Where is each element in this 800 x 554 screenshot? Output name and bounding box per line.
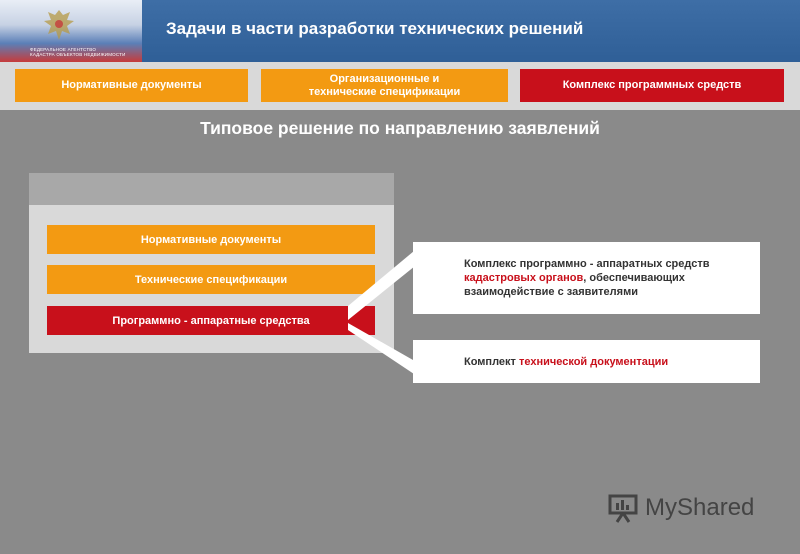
- tab-label: Комплекс программных средств: [562, 79, 742, 91]
- panel-item-normative[interactable]: Нормативные документы: [47, 225, 375, 254]
- callout-text: Комплекс программно - аппаратных средств: [464, 258, 710, 270]
- panel-item-label: Нормативные документы: [140, 233, 282, 246]
- page-title: Задачи в части разработки технических ре…: [166, 19, 584, 38]
- tab-label-line-1: Организационные и: [329, 72, 440, 85]
- panel-item-label: Технические спецификации: [134, 273, 288, 286]
- presentation-board-icon: [608, 494, 638, 523]
- panel-item-hardware-software[interactable]: Программно - аппаратные средства: [47, 306, 375, 335]
- callout-hardware-complex: Комплекс программно - аппаратных средств…: [413, 242, 760, 314]
- agency-name: ФЕДЕРАЛЬНОЕ АГЕНТСТВО КАДАСТРА ОБЪЕКТОВ …: [30, 47, 142, 57]
- tab-label-line-2: технические спецификации: [308, 85, 461, 98]
- callout-text-end: , обеспечивающих взаимодействие с заявит…: [464, 272, 685, 298]
- panel-item-specifications[interactable]: Технические спецификации: [47, 265, 375, 294]
- agency-line-2: КАДАСТРА ОБЪЕКТОВ НЕДВИЖИМОСТИ: [30, 52, 126, 57]
- agency-line-1: ФЕДЕРАЛЬНОЕ АГЕНТСТВО: [30, 47, 97, 52]
- tab-specifications[interactable]: Организационные и технические спецификац…: [261, 69, 508, 102]
- panel-header: [29, 173, 394, 205]
- tab-software-complex[interactable]: Комплекс программных средств: [520, 69, 784, 102]
- callout-text: Комплект: [464, 356, 519, 368]
- tab-label: Нормативные документы: [61, 79, 202, 91]
- tab-normative-documents[interactable]: Нормативные документы: [15, 69, 248, 102]
- callout-documentation: Комплект технической документации: [413, 340, 760, 383]
- tab-label: Организационные и технические спецификац…: [309, 73, 461, 99]
- section-title: Типовое решение по направлению заявлений: [200, 118, 600, 138]
- callout-highlight: технической документации: [518, 356, 669, 368]
- panel-item-label: Программно - аппаратные средства: [112, 314, 310, 327]
- watermark: MyShared: [607, 491, 754, 525]
- eagle-emblem-icon: [44, 10, 74, 40]
- watermark-text: MyShared: [645, 494, 755, 521]
- agency-logo: ФЕДЕРАЛЬНОЕ АГЕНТСТВО КАДАСТРА ОБЪЕКТОВ …: [0, 0, 142, 62]
- callout-highlight: кадастровых органов: [464, 272, 584, 284]
